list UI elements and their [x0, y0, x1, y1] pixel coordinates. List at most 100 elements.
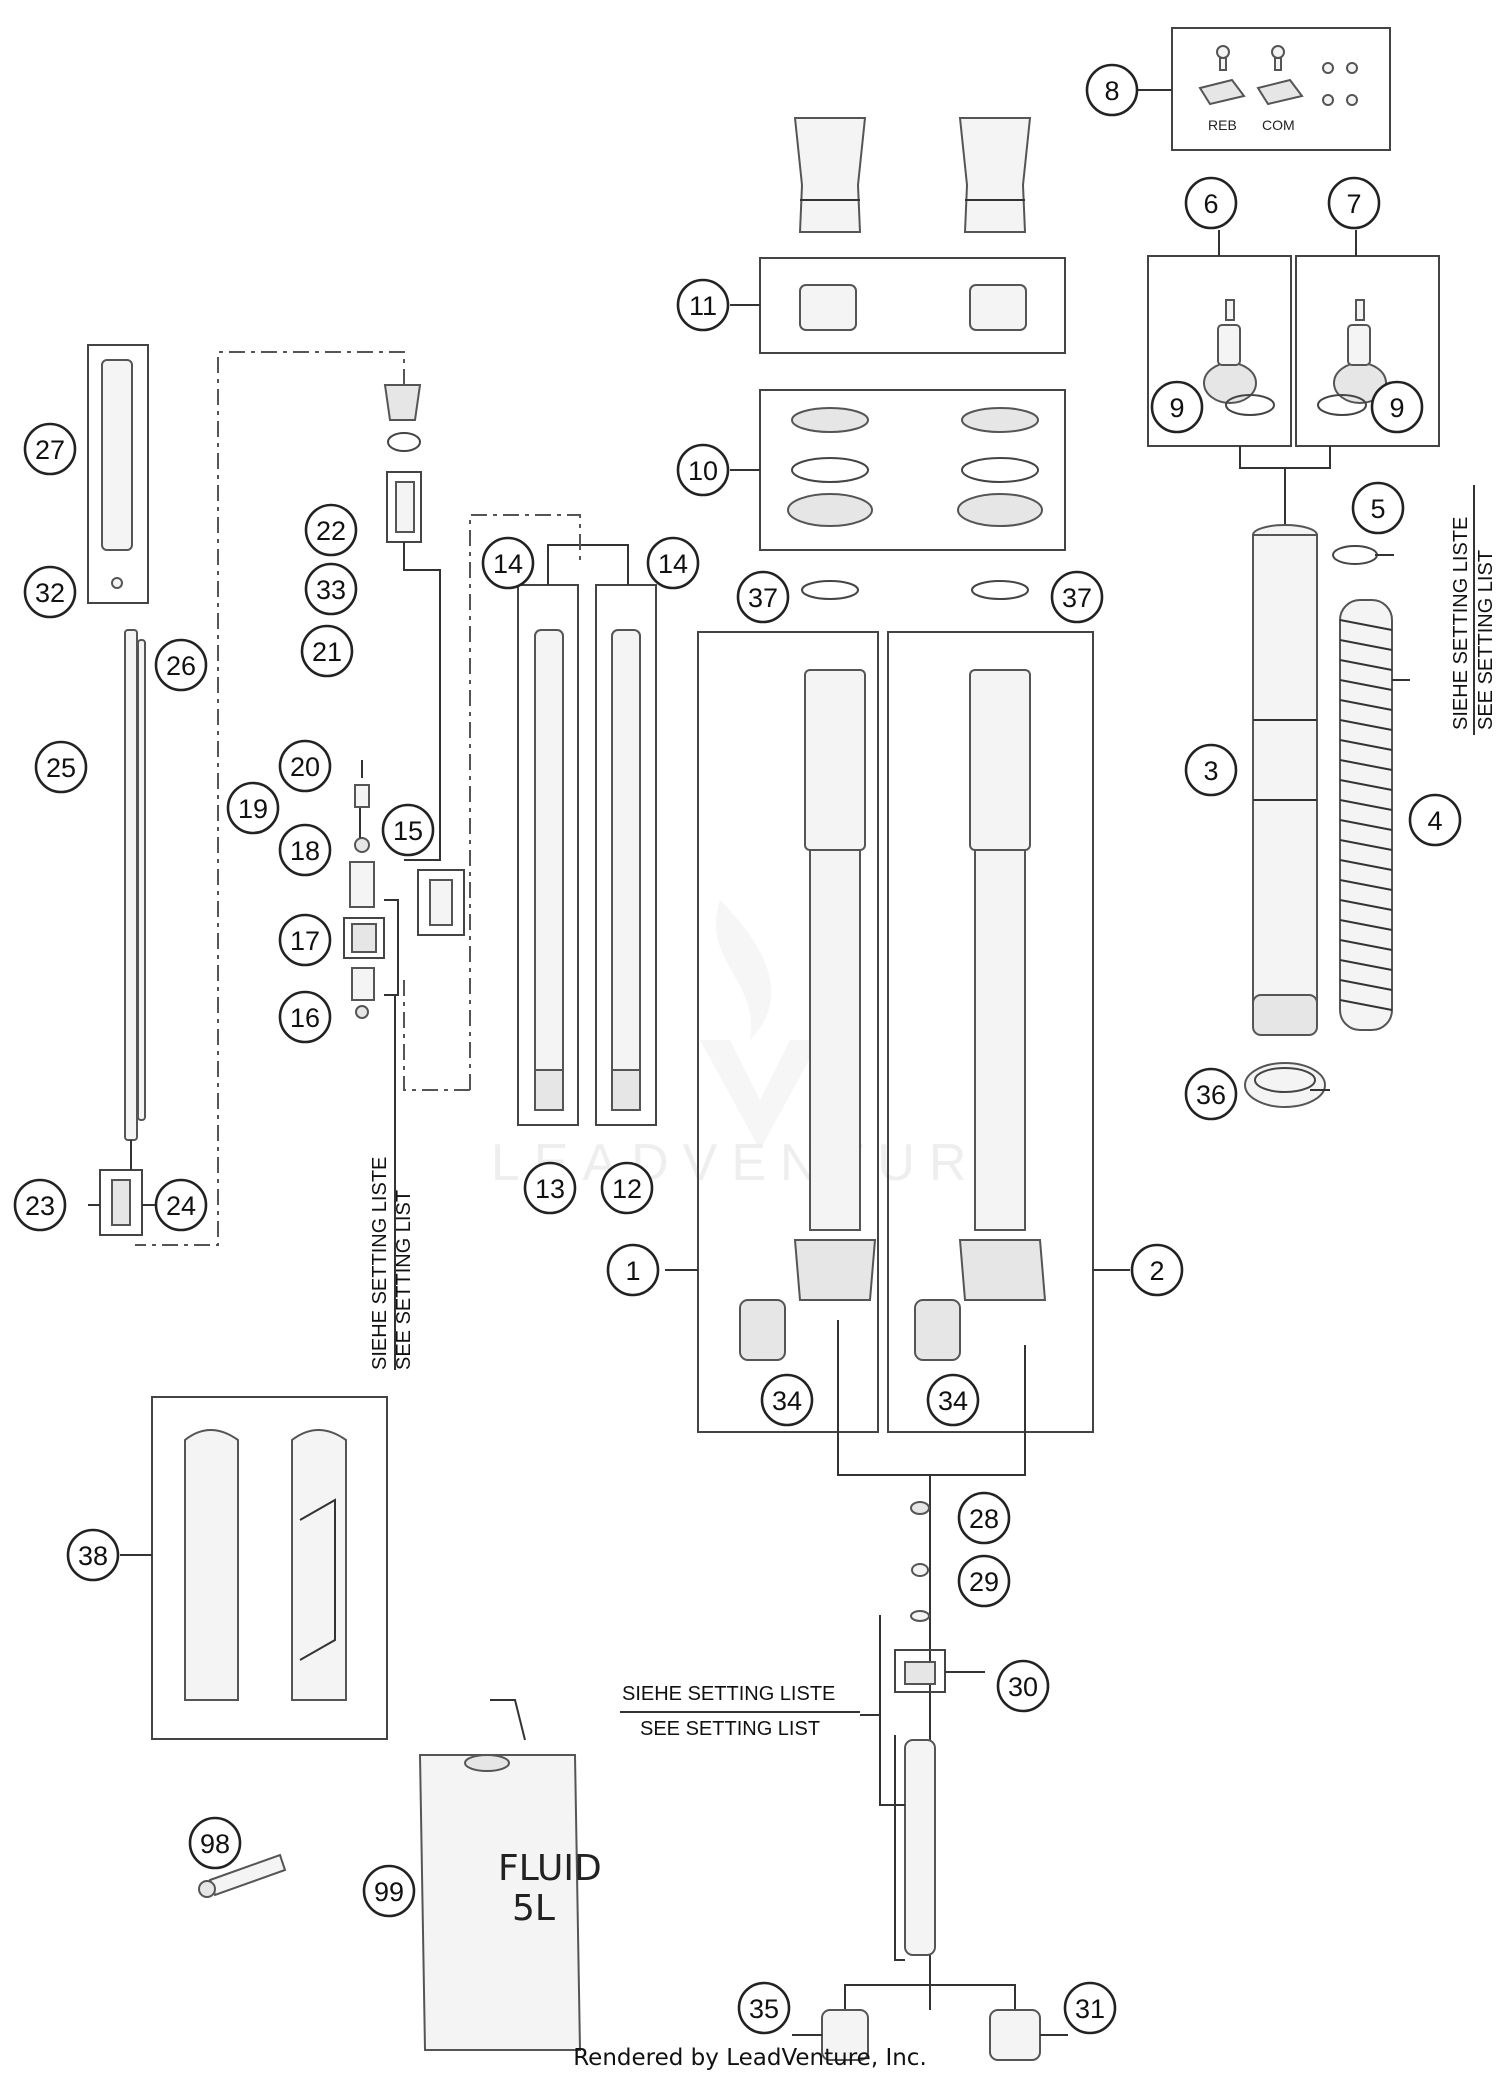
fork-leg-box-2 [887, 631, 1094, 1433]
callout-c22: 22 [304, 503, 358, 557]
callout-c7: 7 [1327, 176, 1381, 230]
callout-label-c14b: 14 [658, 549, 688, 579]
callout-label-c22: 22 [316, 516, 346, 546]
cartridge-12 [611, 629, 641, 1111]
callout-c5: 5 [1351, 481, 1405, 535]
footer-credit: Rendered by LeadVenture, Inc. [573, 2045, 927, 2071]
shim-stack [904, 1739, 936, 1956]
callout-c15: 15 [381, 803, 435, 857]
callout-label-c25: 25 [46, 753, 76, 783]
callout-label-c33: 33 [316, 575, 346, 605]
callout-c14b: 14 [646, 536, 700, 590]
callout-c38: 38 [66, 1528, 120, 1582]
callout-label-c12: 12 [612, 1174, 642, 1204]
callout-c35: 35 [737, 1981, 791, 2035]
callout-label-c35: 35 [749, 1994, 779, 2024]
fluid-label-2: 5L [512, 1888, 555, 1929]
part-28 [910, 1501, 930, 1515]
callout-c37b: 37 [1050, 570, 1104, 624]
fork-leg-2 [914, 669, 1047, 1361]
callout-label-c19: 19 [238, 794, 268, 824]
cap-box-right [1295, 255, 1440, 447]
fluid-can-99: FLUID 5L [418, 1699, 602, 2051]
o-ring-37-right [971, 580, 1029, 600]
callout-c30: 30 [996, 1659, 1050, 1713]
callout-c17: 17 [278, 913, 332, 967]
part-16 [355, 1005, 369, 1019]
callout-label-c18: 18 [290, 836, 320, 866]
callout-c32: 32 [23, 565, 77, 619]
callout-c29: 29 [957, 1554, 1011, 1608]
fork-leg-box-1 [697, 631, 879, 1433]
callout-c1: 1 [606, 1243, 660, 1297]
callout-c9a: 9 [1150, 380, 1204, 434]
setting-note-de: SIEHE SETTING LISTE [1450, 517, 1472, 730]
callout-label-c98: 98 [200, 1829, 230, 1859]
callout-label-c32: 32 [35, 578, 65, 608]
callout-label-c99: 99 [374, 1877, 404, 1907]
callout-c23: 23 [13, 1178, 67, 1232]
callout-c20: 20 [278, 739, 332, 793]
callout-label-c10: 10 [688, 456, 718, 486]
callout-label-c38: 38 [78, 1541, 108, 1571]
spring-4 [1339, 599, 1393, 1031]
callout-c24: 24 [154, 1178, 208, 1232]
outer-tube-3 [1252, 524, 1318, 1036]
callout-c8: 8 [1085, 63, 1139, 117]
callout-label-c2: 2 [1149, 1256, 1164, 1286]
callout-label-c26: 26 [166, 651, 196, 681]
callout-c18: 18 [278, 823, 332, 877]
callout-label-c6: 6 [1203, 189, 1218, 219]
callout-c13: 13 [523, 1161, 577, 1215]
cap-ring-36 [1244, 1062, 1326, 1108]
callout-label-c21: 21 [312, 637, 342, 667]
callout-c26: 26 [154, 638, 208, 692]
setting-note-valving-en: SEE SETTING LIST [393, 1190, 415, 1370]
dust-boots-top [793, 117, 1032, 233]
callout-label-c37a: 37 [748, 583, 778, 613]
part-16-body [351, 967, 375, 1001]
callout-c28: 28 [957, 1491, 1011, 1545]
reb-label: REB [1208, 117, 1237, 133]
box-38 [151, 1396, 388, 1740]
callout-c27: 27 [23, 422, 77, 476]
callout-c34a: 34 [760, 1373, 814, 1427]
box-23-24 [99, 1169, 143, 1236]
washer [910, 1610, 930, 1622]
callout-c9b: 9 [1370, 380, 1424, 434]
setting-note-bottom: SIEHE SETTING LISTE SEE SETTING LIST [620, 1683, 860, 1740]
callout-label-c14a: 14 [493, 549, 523, 579]
callout-c14a: 14 [481, 536, 535, 590]
setting-note-spring: SIEHE SETTING LISTE SEE SETTING LIST [1450, 485, 1497, 735]
callout-label-c11: 11 [689, 291, 717, 321]
callout-c4: 4 [1408, 793, 1462, 847]
callout-c34b: 34 [926, 1373, 980, 1427]
callout-label-c20: 20 [290, 752, 320, 782]
part-18 [354, 837, 370, 853]
callout-c31: 31 [1063, 1981, 1117, 2035]
callout-label-c24: 24 [166, 1191, 196, 1221]
rod-25 [124, 629, 138, 1141]
cap-22 [383, 384, 422, 421]
watermark-logo [700, 900, 820, 1150]
callout-c99: 99 [362, 1864, 416, 1918]
callout-label-c3: 3 [1203, 756, 1218, 786]
cartridge-13 [534, 629, 564, 1111]
o-ring-37-left [801, 580, 859, 600]
com-label: COM [1262, 117, 1295, 133]
callout-label-c31: 31 [1075, 1994, 1105, 2024]
callout-label-c5: 5 [1370, 494, 1385, 524]
seals-10 [787, 407, 1043, 527]
callout-c6: 6 [1184, 176, 1238, 230]
setting-note-valving-de: SIEHE SETTING LISTE [369, 1157, 391, 1370]
watermark: LEADVENTURE [491, 1134, 1029, 1192]
fork-guards-38 [184, 1429, 347, 1701]
callout-label-c15: 15 [393, 816, 423, 846]
cartridge-box-12 [595, 584, 657, 1126]
callout-label-c9b: 9 [1389, 393, 1404, 423]
part-29 [911, 1563, 929, 1577]
rod-26 [137, 639, 146, 1121]
setting-note-valving: SIEHE SETTING LISTE SEE SETTING LIST [369, 1157, 415, 1370]
